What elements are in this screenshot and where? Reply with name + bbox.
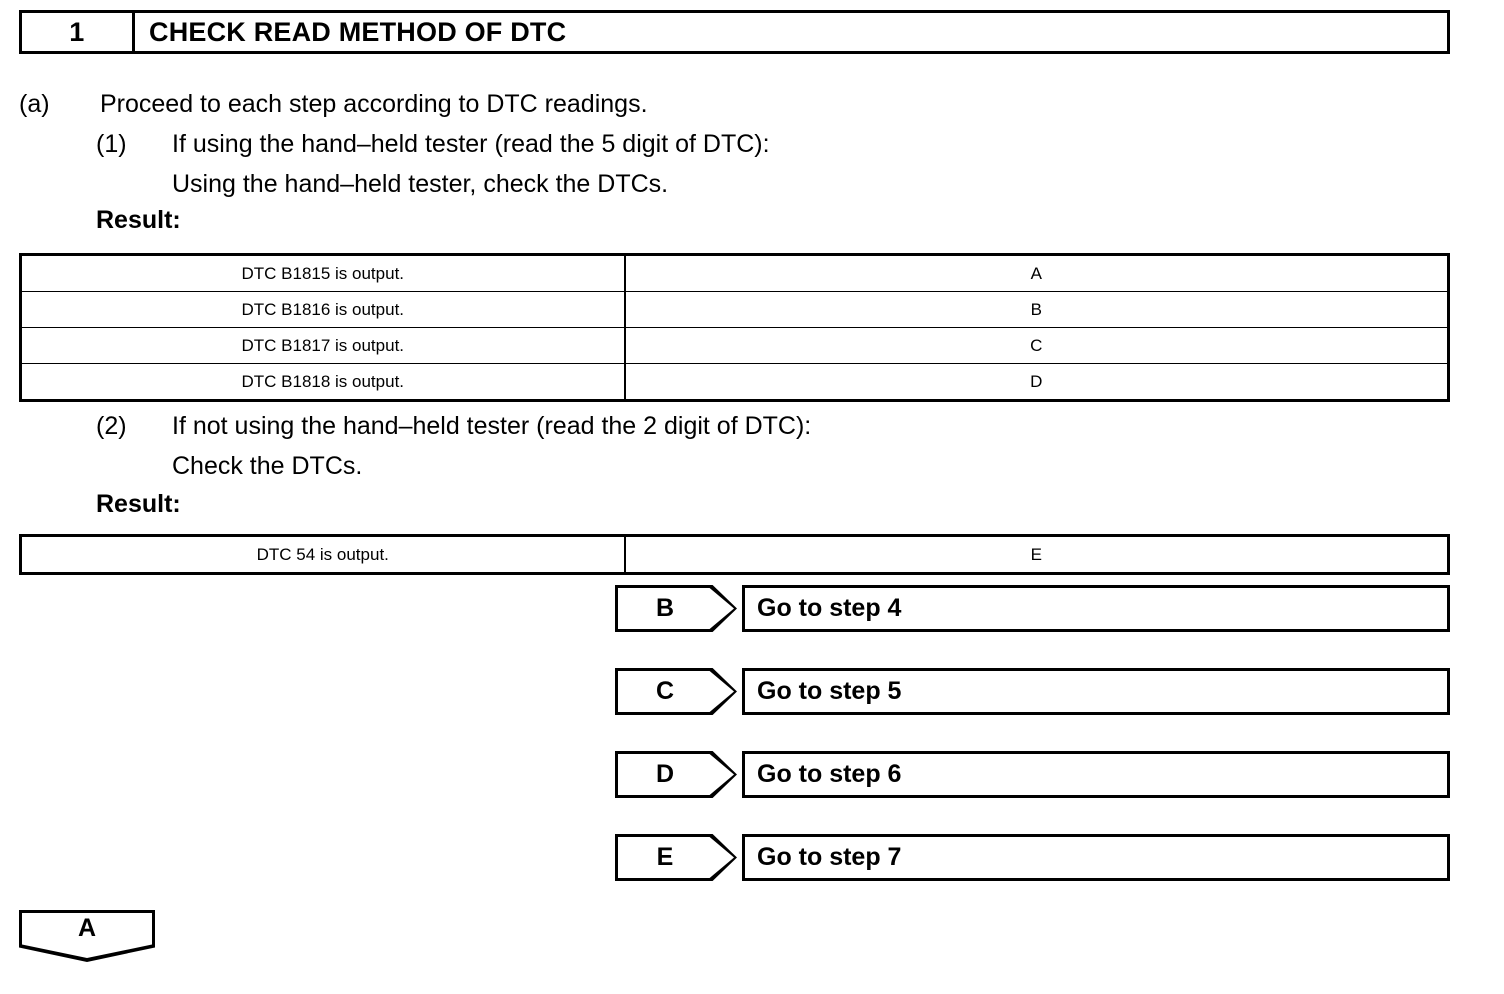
step-number: 1 (22, 13, 135, 51)
step-header: 1 CHECK READ METHOD OF DTC (19, 10, 1450, 54)
goto-step-label: Go to step 4 (742, 585, 1450, 632)
result-table-2: DTC 54 is output. E (19, 534, 1450, 575)
branch-tag-icon: C (615, 668, 737, 715)
branch-tag-label: B (655, 594, 675, 622)
result-label-1: Result: (96, 206, 181, 234)
result-table-1: DTC B1815 is output. A DTC B1816 is outp… (19, 253, 1450, 402)
result-condition: DTC B1816 is output. (20, 291, 626, 328)
table-row: DTC B1817 is output. C (20, 327, 1449, 364)
connector-badge-label: A (77, 914, 97, 942)
branch-tag-label: D (655, 760, 675, 788)
procedure-text-2: If not using the hand–held tester (read … (172, 412, 812, 440)
goto-step-label: Go to step 7 (742, 834, 1450, 881)
branch-tag-icon: E (615, 834, 737, 881)
procedure-marker-2: (2) (96, 412, 127, 440)
table-row: DTC B1816 is output. B (20, 291, 1449, 328)
table-row: DTC B1815 is output. A (20, 254, 1449, 292)
table-row: DTC B1818 is output. D (20, 363, 1449, 401)
result-value: B (624, 291, 1449, 328)
goto-step-label: Go to step 5 (742, 668, 1450, 715)
result-condition: DTC B1818 is output. (20, 363, 626, 401)
procedure-marker-a: (a) (19, 90, 50, 118)
branch-tag-label: E (656, 843, 674, 871)
result-value: D (624, 363, 1449, 401)
branch-tag-icon: B (615, 585, 737, 632)
connector-badge-a: A (19, 910, 155, 962)
branch-tag-label: C (655, 677, 675, 705)
procedure-detail-1: Using the hand–held tester, check the DT… (172, 170, 669, 198)
result-value: E (624, 535, 1449, 574)
procedure-marker-1: (1) (96, 130, 127, 158)
step-title: CHECK READ METHOD OF DTC (149, 16, 567, 47)
branch-tag-icon: D (615, 751, 737, 798)
table-row: DTC 54 is output. E (20, 535, 1449, 574)
result-condition: DTC B1817 is output. (20, 327, 626, 364)
procedure-text-a: Proceed to each step according to DTC re… (100, 90, 648, 118)
goto-step-label: Go to step 6 (742, 751, 1450, 798)
procedure-detail-2: Check the DTCs. (172, 452, 363, 480)
result-label-2: Result: (96, 490, 181, 518)
procedure-text-1: If using the hand–held tester (read the … (172, 130, 770, 158)
result-condition: DTC B1815 is output. (20, 254, 626, 292)
result-value: A (624, 254, 1449, 292)
result-value: C (624, 327, 1449, 364)
result-condition: DTC 54 is output. (20, 535, 626, 574)
